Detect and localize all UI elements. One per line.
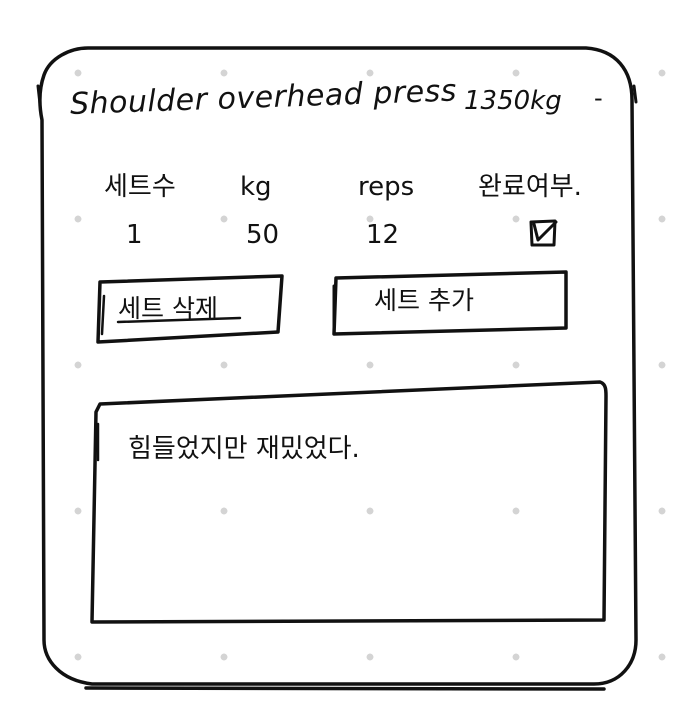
bottom-line <box>84 686 606 691</box>
exercise-name: Shoulder overhead press <box>69 73 458 122</box>
delete-set-label: 세트 삭제 <box>118 294 218 323</box>
col-header-kg: kg <box>240 172 272 202</box>
memo-input[interactable] <box>98 390 602 654</box>
delete-set-button[interactable]: 세트 삭제 <box>98 276 282 342</box>
col-header-reps: reps <box>358 172 415 202</box>
add-set-button[interactable]: 세트 추가 <box>334 272 566 334</box>
total-weight: 1350kg <box>464 86 562 116</box>
card-outline <box>38 46 638 686</box>
cell-kg: 50 <box>246 220 280 250</box>
col-header-set-count: 세트수 <box>104 172 176 202</box>
cell-reps: 12 <box>366 220 400 250</box>
completed-checkbox[interactable] <box>528 218 558 248</box>
cell-set-number: 1 <box>126 220 143 250</box>
title-trailing-mark: - <box>594 84 603 112</box>
delete-set-box <box>96 274 284 344</box>
checked-box-icon <box>529 219 558 247</box>
add-set-label: 세트 추가 <box>374 286 474 315</box>
exercise-card: Shoulder overhead press 1350kg - 세트수 kg … <box>40 50 638 686</box>
col-header-completed: 완료여부. <box>478 172 582 202</box>
